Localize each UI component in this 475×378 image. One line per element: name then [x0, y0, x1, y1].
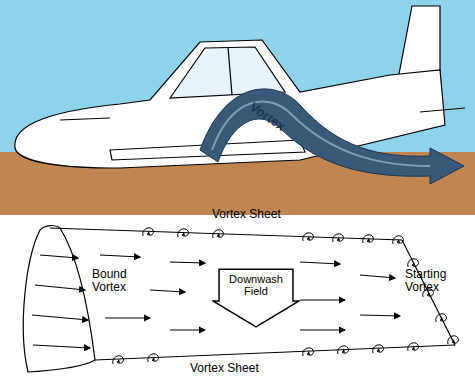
sheet-label: Vortex Sheet — [212, 208, 302, 221]
vortex-curls — [113, 228, 459, 364]
starting-vortex-label: Starting Vortex — [405, 268, 465, 294]
airplane — [15, 6, 465, 168]
vortex-ribbon — [200, 89, 464, 184]
vortex-sheet-diagram — [23, 226, 455, 372]
vortex-ribbon-highlight — [212, 101, 430, 166]
sky — [0, 0, 475, 215]
sheet-label: Vortex Sheet — [190, 362, 280, 375]
node-text: Downwash Field — [220, 273, 292, 297]
downwash-arrow: Downwash Field — [212, 268, 300, 328]
bound-vortex-label: Bound Vortex — [92, 268, 147, 294]
